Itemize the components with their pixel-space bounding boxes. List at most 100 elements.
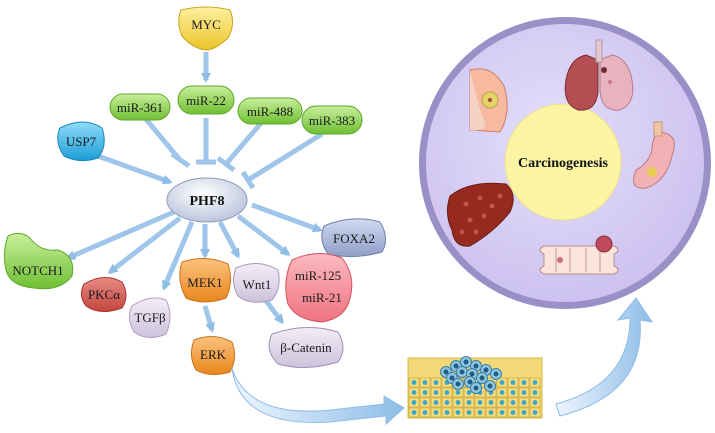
- carcinogenesis-circle: Carcinogenesis: [419, 17, 711, 309]
- tumor-nucleus: [473, 363, 479, 369]
- notch1-label: NOTCH1: [12, 263, 63, 278]
- arrows-downstream: [65, 202, 323, 333]
- tumor-nucleus: [463, 359, 469, 365]
- node-mir125-mir21: miR-125 miR-21: [285, 253, 353, 323]
- tgfb-label: TGFβ: [134, 310, 166, 325]
- cell-nucleus: [411, 380, 417, 385]
- mir125-label: miR-125: [295, 268, 341, 283]
- cell-nucleus: [532, 380, 538, 385]
- myc-label: MYC: [191, 17, 221, 32]
- tumor-nucleus: [455, 381, 461, 387]
- node-mir488: miR-488: [237, 97, 303, 125]
- cell-nucleus: [455, 410, 461, 415]
- cell-nucleus: [411, 390, 417, 395]
- breast-icon: [469, 68, 508, 133]
- cell-nucleus: [466, 400, 472, 405]
- cell-nucleus: [455, 400, 461, 405]
- cell-nucleus: [444, 400, 450, 405]
- node-usp7: USP7: [57, 121, 105, 162]
- cell-nucleus: [499, 380, 505, 385]
- cell-nucleus: [455, 390, 461, 395]
- tumor-nucleus: [443, 369, 449, 375]
- cell-nucleus: [422, 380, 428, 385]
- curved-arrow-to-carcinogenesis: [555, 297, 654, 417]
- node-mek1: MEK1: [179, 258, 232, 303]
- cell-nucleus: [521, 410, 527, 415]
- stomach-icon: [633, 121, 675, 189]
- cell-nucleus: [433, 380, 439, 385]
- tumor-nucleus: [483, 367, 489, 373]
- cell-nucleus: [499, 410, 505, 415]
- cell-nucleus: [411, 400, 417, 405]
- cell-nucleus: [510, 400, 516, 405]
- node-pkca: PKCα: [80, 277, 127, 312]
- cell-nucleus: [532, 410, 538, 415]
- cell-nucleus: [499, 400, 505, 405]
- tumor-nucleus: [453, 363, 459, 369]
- connectors: [65, 52, 324, 333]
- node-mir361: miR-361: [109, 93, 171, 121]
- cell-nucleus: [433, 390, 439, 395]
- mek1-label: MEK1: [187, 275, 222, 290]
- cell-nucleus: [422, 400, 428, 405]
- tumor-nucleus: [487, 383, 493, 389]
- mir361-label: miR-361: [117, 100, 163, 115]
- tumor-nucleus: [467, 379, 473, 385]
- cell-nucleus: [521, 390, 527, 395]
- pkca-label: PKCα: [88, 287, 120, 302]
- cell-nucleus: [411, 410, 417, 415]
- liver-icon: [446, 182, 514, 247]
- cell-nucleus: [422, 410, 428, 415]
- node-mir22: miR-22: [177, 85, 235, 115]
- carcinogenesis-label: Carcinogenesis: [518, 156, 609, 171]
- node-mir383: miR-383: [301, 105, 363, 135]
- cell-nucleus: [510, 390, 516, 395]
- cell-nucleus: [532, 390, 538, 395]
- mir383-label: miR-383: [309, 113, 355, 128]
- carcinogenesis-core: [504, 103, 622, 221]
- node-wnt1: Wnt1: [232, 263, 280, 303]
- tumor-nucleus: [449, 375, 455, 381]
- mir21-label: miR-21: [302, 290, 342, 305]
- cell-nucleus: [499, 390, 505, 395]
- usp7-label: USP7: [66, 134, 97, 149]
- mir22-label: miR-22: [186, 93, 226, 108]
- cell-nucleus: [477, 400, 483, 405]
- cell-nucleus: [488, 400, 494, 405]
- phf8-label: PHF8: [190, 194, 225, 209]
- cell-nucleus: [422, 390, 428, 395]
- node-foxa2: FOXA2: [321, 218, 386, 258]
- wnt1-label: Wnt1: [243, 277, 272, 292]
- node-myc: MYC: [178, 6, 234, 51]
- arrow-usp7-phf8: [97, 153, 173, 185]
- tissue-illustration: [407, 356, 543, 419]
- tumor-nucleus: [473, 385, 479, 391]
- cell-nucleus: [444, 410, 450, 415]
- tumor-nucleus: [469, 371, 475, 377]
- inhibitory-lines: [138, 110, 324, 190]
- bcatenin-label: β-Catenin: [280, 340, 332, 355]
- foxa2-label: FOXA2: [333, 231, 375, 246]
- curved-arrow-to-tissue: [231, 367, 405, 426]
- node-tgfb: TGFβ: [128, 297, 171, 338]
- cell-nucleus: [444, 390, 450, 395]
- cell-nucleus: [433, 410, 439, 415]
- cell-nucleus: [433, 400, 439, 405]
- lungs-icon: [564, 39, 634, 111]
- cell-nucleus: [466, 410, 472, 415]
- cell-nucleus: [532, 400, 538, 405]
- erk-label: ERK: [200, 347, 227, 362]
- node-phf8: PHF8: [166, 177, 248, 223]
- node-erk: ERK: [190, 336, 236, 376]
- cell-nucleus: [510, 410, 516, 415]
- cell-nucleus: [521, 380, 527, 385]
- mir488-label: miR-488: [247, 104, 293, 119]
- colon-icon: [539, 235, 619, 275]
- tumor-nucleus: [459, 369, 465, 375]
- cell-nucleus: [488, 410, 494, 415]
- cell-nucleus: [510, 380, 516, 385]
- tumor-nucleus: [479, 375, 485, 381]
- node-bcatenin: β-Catenin: [268, 326, 344, 368]
- cell-nucleus: [521, 400, 527, 405]
